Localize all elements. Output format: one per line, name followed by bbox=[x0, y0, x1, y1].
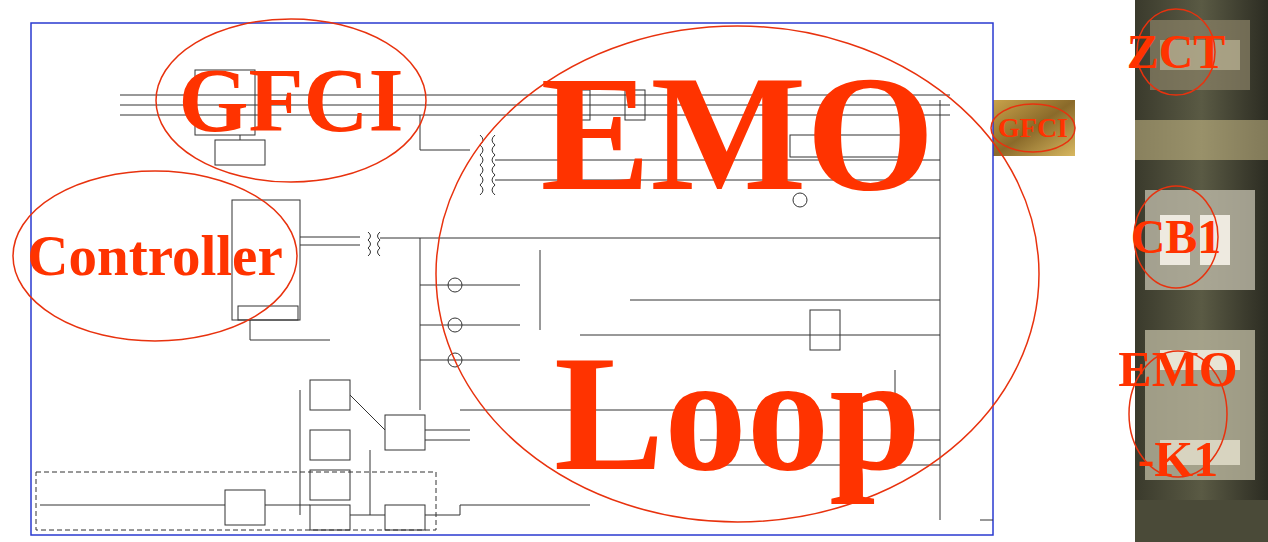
cb1-callout: CB1 bbox=[1133, 185, 1219, 289]
gfci-photo-callout: GFCI bbox=[990, 103, 1076, 153]
zct-callout: ZCT bbox=[1136, 8, 1216, 96]
callout-label: EMO Loop bbox=[518, 0, 958, 542]
callout-label: GFCI bbox=[988, 113, 1078, 144]
gfci-callout: GFCI bbox=[155, 18, 427, 183]
callout-label: EMO -K1 bbox=[1112, 324, 1244, 504]
emo-loop-callout: EMO Loop bbox=[435, 25, 1040, 523]
callout-label: ZCT bbox=[1111, 26, 1241, 79]
callout-label: CB1 bbox=[1111, 211, 1241, 264]
callout-label: Controller bbox=[10, 225, 300, 288]
callout-label: GFCI bbox=[156, 51, 426, 150]
emo-k1-callout: EMO -K1 bbox=[1128, 350, 1228, 478]
controller-callout: Controller bbox=[12, 170, 298, 342]
